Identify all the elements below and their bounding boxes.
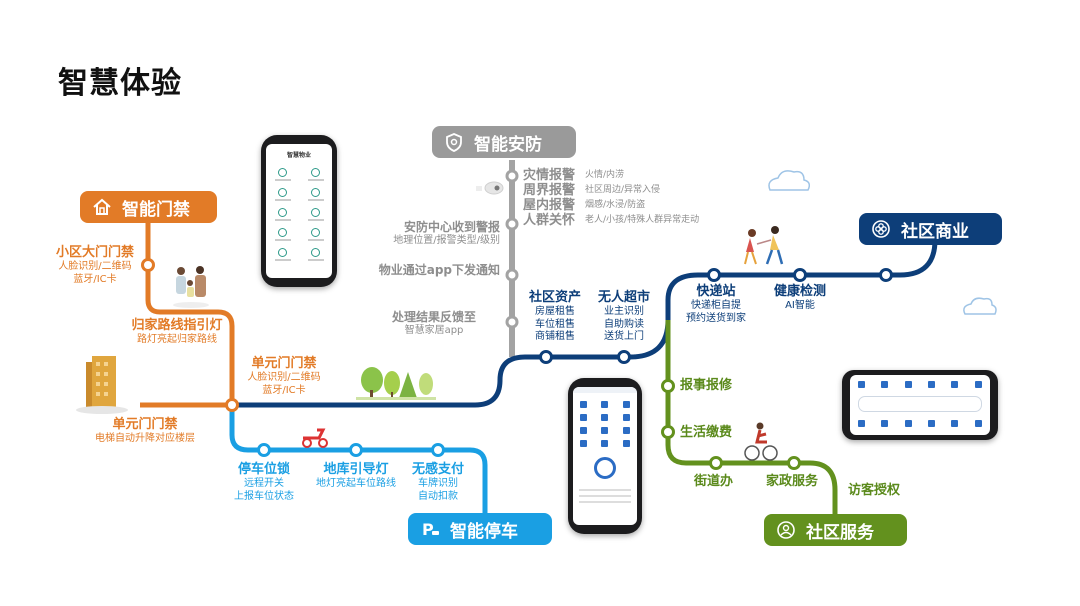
camera-illustration [476, 181, 504, 195]
community-service-label: 社区服务 [806, 522, 874, 543]
alarm-row: 人群关怀 老人/小孩/特殊人群异常走动 [523, 213, 700, 228]
station-street-office [709, 456, 723, 470]
station-estate-gate-label: 小区大门门禁 人脸识别/二维码 蓝牙/IC卡 [55, 245, 134, 285]
station-feedback-label: 处理结果反馈至 智慧家居app [391, 310, 476, 336]
station-report-repair-label: 报事报修 [680, 378, 733, 393]
station-supermarket [617, 350, 631, 364]
building-illustration [76, 356, 128, 414]
cloud-icon [768, 170, 997, 315]
station-garage-light [349, 443, 363, 457]
phone-mockup-landscape [842, 370, 998, 440]
station-parking-lock [257, 443, 271, 457]
smart-security-label: 智能安防 [474, 134, 542, 155]
community-service-badge: 社区服务 [764, 514, 907, 546]
station-visitor-auth-label: 访客授权 [848, 483, 901, 498]
alarm-row: 屋内报警 烟感/水浸/防盗 [523, 198, 646, 213]
station-unit-gate [225, 398, 239, 412]
service-line [665, 320, 838, 520]
smart-gate-label: 智能门禁 [122, 199, 190, 220]
svg-text:P: P [422, 520, 434, 539]
house-icon [90, 195, 114, 219]
station-unit-gate-lift-label: 单元门门禁 电梯自动升降对应楼层 [95, 417, 195, 445]
phone-screen-title: 智慧物业 [286, 152, 311, 159]
phone-app-grid [266, 168, 332, 261]
station-parking-lock-label: 停车位锁 远程开关 上报车位状态 [234, 462, 294, 502]
station-health [793, 268, 807, 282]
shield-icon [442, 130, 466, 154]
station-courier-label: 快递站 快递柜自提 预约送货到家 [686, 284, 746, 324]
scooter-illustration [302, 428, 328, 448]
flower-icon [869, 217, 893, 241]
phone-screen [850, 375, 990, 435]
smart-parking-label: 智能停车 [450, 521, 518, 542]
station-assets [539, 350, 553, 364]
alarm-row: 灾情报警 火情/内涝 [523, 168, 625, 183]
trees-illustration [356, 367, 436, 400]
phone-mockup-service [568, 378, 642, 534]
couple-illustration [744, 226, 784, 265]
smart-security-badge: 智能安防 [432, 126, 576, 158]
station-housekeeping [787, 456, 801, 470]
station-app-notice [505, 268, 519, 282]
station-business-end [879, 268, 893, 282]
community-business-label: 社区商业 [901, 221, 969, 242]
community-business-badge: 社区商业 [859, 213, 1002, 245]
station-utility-pay [661, 425, 675, 439]
people-icon [774, 518, 798, 542]
alarm-row: 周界报警 社区周边/异常入侵 [523, 183, 661, 198]
gate-line [140, 222, 235, 408]
alarm-list: 灾情报警 火情/内涝 周界报警 社区周边/异常入侵 屋内报警 烟感/水浸/防盗 … [523, 166, 700, 228]
station-street-office-label: 街道办 [694, 474, 734, 489]
station-health-label: 健康检测 AI智能 [773, 284, 826, 312]
station-estate-gate [141, 258, 155, 272]
smart-parking-badge: P 智能停车 [408, 513, 552, 545]
station-nosense-pay [431, 443, 445, 457]
station-utility-pay-label: 生活缴费 [680, 425, 733, 440]
business-line [232, 239, 938, 408]
phone-screen [573, 387, 637, 525]
station-garage-light-label: 地库引导灯 地灯亮起车位路线 [316, 462, 396, 490]
page-title: 智慧体验 [58, 66, 182, 101]
phone-screen: 智慧物业 [266, 144, 332, 278]
station-unit-gate-auth-label: 单元门门禁 人脸识别/二维码 蓝牙/IC卡 [247, 356, 321, 396]
parking-icon: P [418, 517, 442, 541]
phone-app-grid [573, 401, 637, 447]
station-courier [707, 268, 721, 282]
station-alarm-1 [505, 169, 519, 183]
station-alarm-2 [505, 217, 519, 231]
station-nosense-pay-label: 无感支付 车牌识别 自动扣款 [411, 462, 464, 502]
station-center-alarm-label: 安防中心收到警报 地理位置/报警类型/级别 [393, 220, 500, 246]
station-assets-label: 社区资产 房屋租售 车位租售 商铺租售 [528, 290, 581, 343]
station-homeward-light-label: 归家路线指引灯 路灯亮起归家路线 [131, 318, 223, 346]
station-feedback [505, 315, 519, 329]
station-supermarket-label: 无人超市 业主识别 自助购读 送货上门 [597, 290, 650, 343]
phone-mockup-property: 智慧物业 [261, 135, 337, 287]
station-report-repair [661, 379, 675, 393]
cyclist-illustration [744, 422, 778, 461]
family-illustration [173, 266, 209, 308]
station-housekeeping-label: 家政服务 [766, 474, 819, 489]
smart-gate-badge: 智能门禁 [80, 191, 217, 223]
station-app-notice-label: 物业通过app下发通知 [378, 263, 500, 277]
